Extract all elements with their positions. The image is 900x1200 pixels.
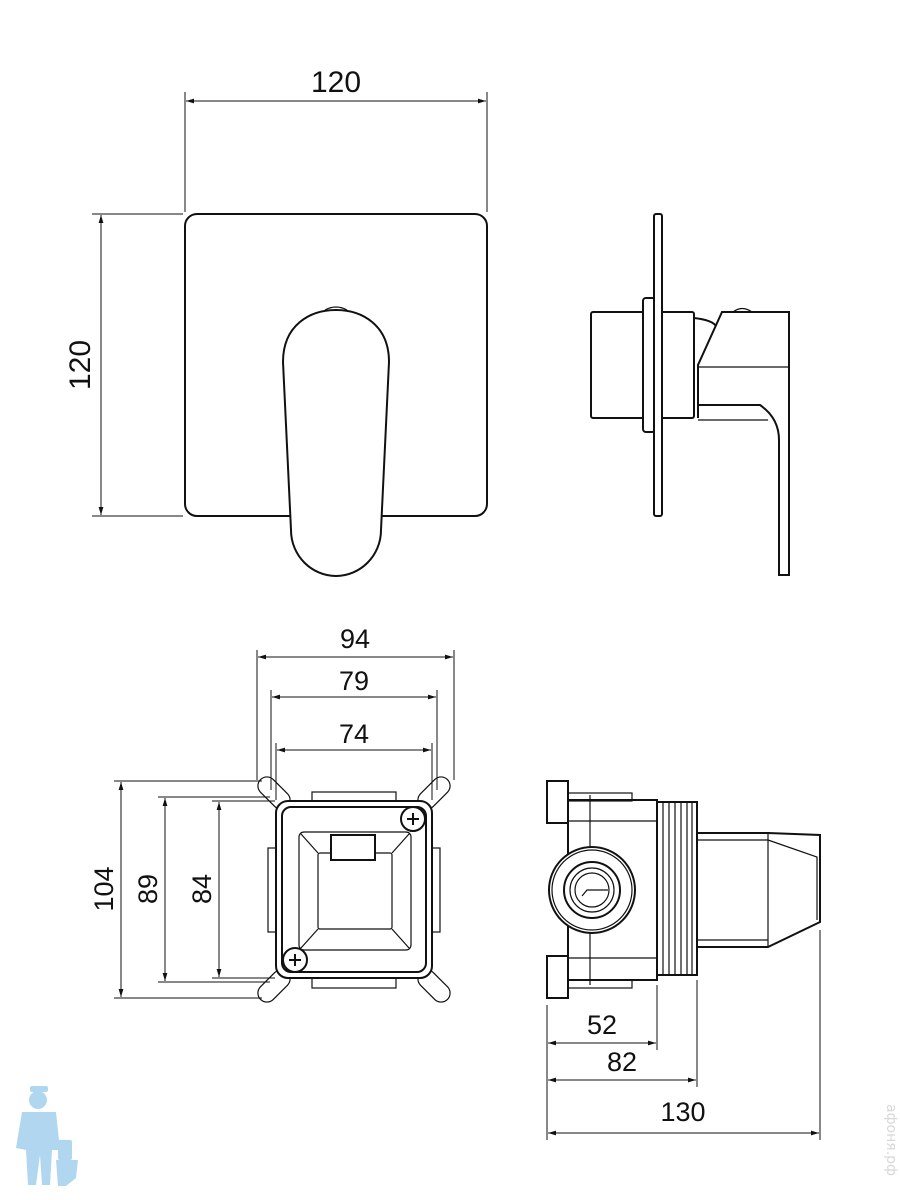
- ear-bottom: [546, 955, 569, 999]
- box-rim: [281, 806, 427, 973]
- dimension-label-79: 79: [339, 666, 369, 696]
- plumber-logo: [16, 1086, 78, 1186]
- handle-profile: [697, 311, 790, 576]
- watermark: афоня.рф: [883, 1104, 899, 1176]
- lever-handle: [281, 308, 391, 578]
- dimension-label-104: 104: [89, 866, 119, 911]
- box-inner: [298, 831, 412, 951]
- dimension-label-82: 82: [607, 1047, 637, 1077]
- width-dimension-label: 120: [311, 66, 361, 99]
- mixer-side-view: [590, 213, 790, 576]
- cover-plate-front-view: 120 120: [64, 66, 488, 578]
- collar: [693, 317, 717, 327]
- plate-edge: [653, 213, 663, 517]
- dimension-label-130: 130: [660, 1097, 705, 1127]
- box-outer: [275, 800, 433, 979]
- dimension-label-94: 94: [340, 624, 370, 654]
- valve-stem: [696, 832, 821, 948]
- cap: [732, 307, 753, 313]
- dimension-label-89: 89: [133, 874, 163, 904]
- dimension-label-84: 84: [187, 874, 217, 904]
- mounting-box-front-view: 94 79 74 104 89 84: [89, 624, 455, 1003]
- dimension-label-52: 52: [587, 1010, 617, 1040]
- dimension-label-74: 74: [339, 719, 369, 749]
- height-dimension-label: 120: [64, 340, 97, 390]
- thread: [656, 801, 698, 976]
- mounting-box-side-view: 52 82 130: [546, 780, 821, 1140]
- latch: [330, 834, 376, 861]
- lever-cap: [324, 306, 348, 311]
- ear-top: [546, 780, 569, 824]
